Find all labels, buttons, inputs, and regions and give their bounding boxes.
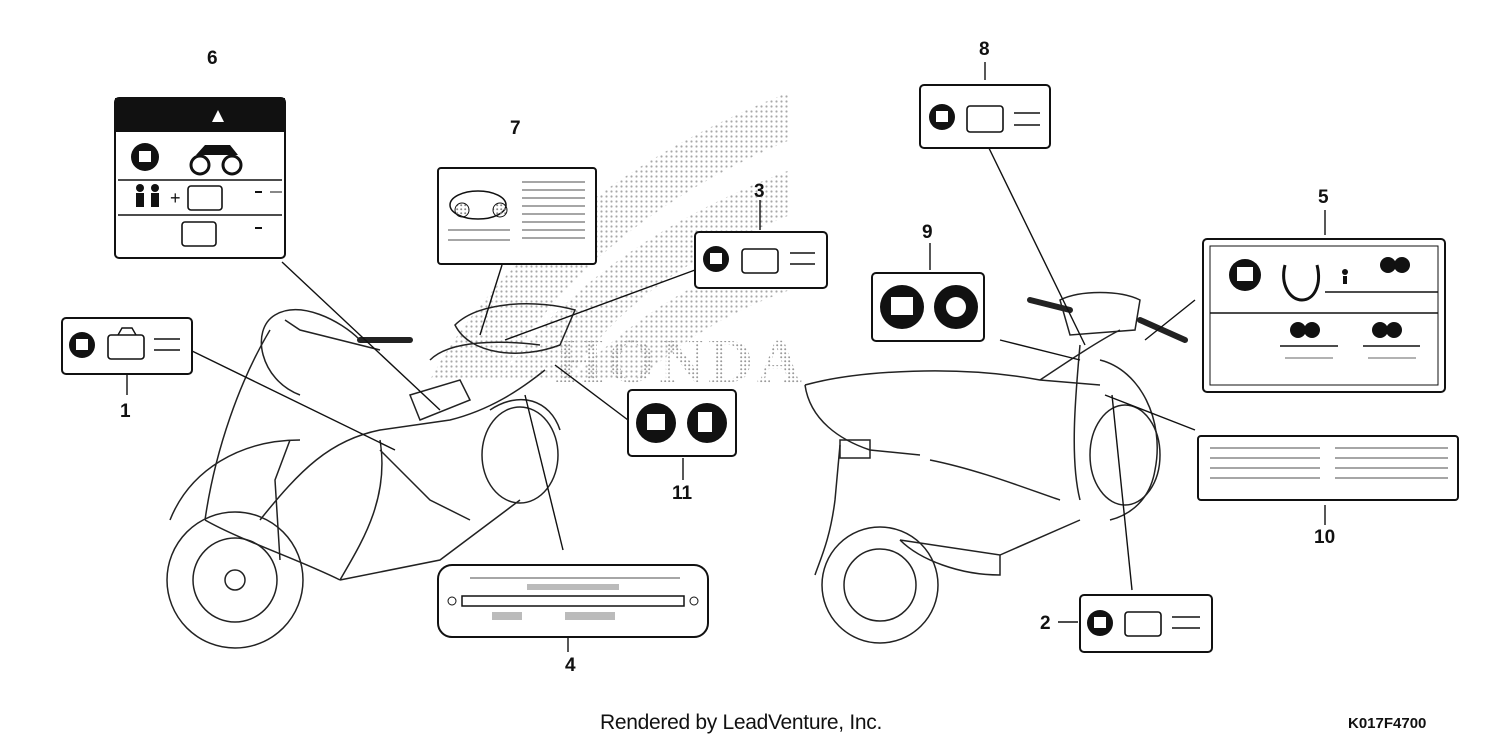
- scooter-top-icon: [449, 190, 507, 220]
- callout-2[interactable]: 2: [1040, 613, 1051, 634]
- label-3: [694, 231, 828, 289]
- label-5: [1202, 238, 1446, 393]
- label-11: [627, 389, 737, 457]
- credit-text: Rendered by LeadVenture, Inc.: [600, 711, 883, 734]
- svg-text:+: +: [170, 188, 181, 208]
- callout-9[interactable]: 9: [922, 222, 933, 243]
- callout-7[interactable]: 7: [510, 118, 521, 139]
- callout-6[interactable]: 6: [207, 48, 218, 69]
- suspension-icon: [1282, 264, 1320, 302]
- warning-icon: [212, 110, 224, 122]
- label-2: [1079, 594, 1213, 653]
- leader-lines: [126, 62, 1326, 652]
- callout-10[interactable]: 10: [1314, 527, 1336, 548]
- label-6: +: [114, 97, 286, 259]
- callout-1[interactable]: 1: [120, 401, 131, 422]
- motorcycle-icon: [1380, 257, 1396, 273]
- motorcycle-icon: [189, 154, 211, 176]
- label-10: [1197, 435, 1459, 501]
- callout-5[interactable]: 5: [1318, 187, 1329, 208]
- battery-icon: [1124, 611, 1162, 637]
- callout-8[interactable]: 8: [979, 39, 990, 60]
- label-4: [437, 564, 709, 638]
- callout-3[interactable]: 3: [754, 181, 765, 202]
- scooter-left-illustration: [166, 303, 577, 649]
- diagram-code: K017F4700: [1348, 715, 1427, 732]
- battery-icon: [107, 334, 145, 360]
- honda-wordmark-watermark: HONDA: [555, 328, 806, 396]
- label-9: [871, 272, 985, 342]
- label-1: [61, 317, 193, 375]
- person-icon: [136, 184, 144, 192]
- battery-icon: [966, 105, 1004, 133]
- person-icon: [1342, 269, 1348, 275]
- scooter-right-illustration: [804, 291, 1188, 644]
- honda-wing-watermark: HONDA: [430, 92, 806, 396]
- callout-4[interactable]: 4: [565, 655, 576, 676]
- label-7: [437, 167, 597, 265]
- label-8: [919, 84, 1051, 149]
- battery-icon: [741, 248, 779, 274]
- callout-11[interactable]: 11: [672, 483, 693, 504]
